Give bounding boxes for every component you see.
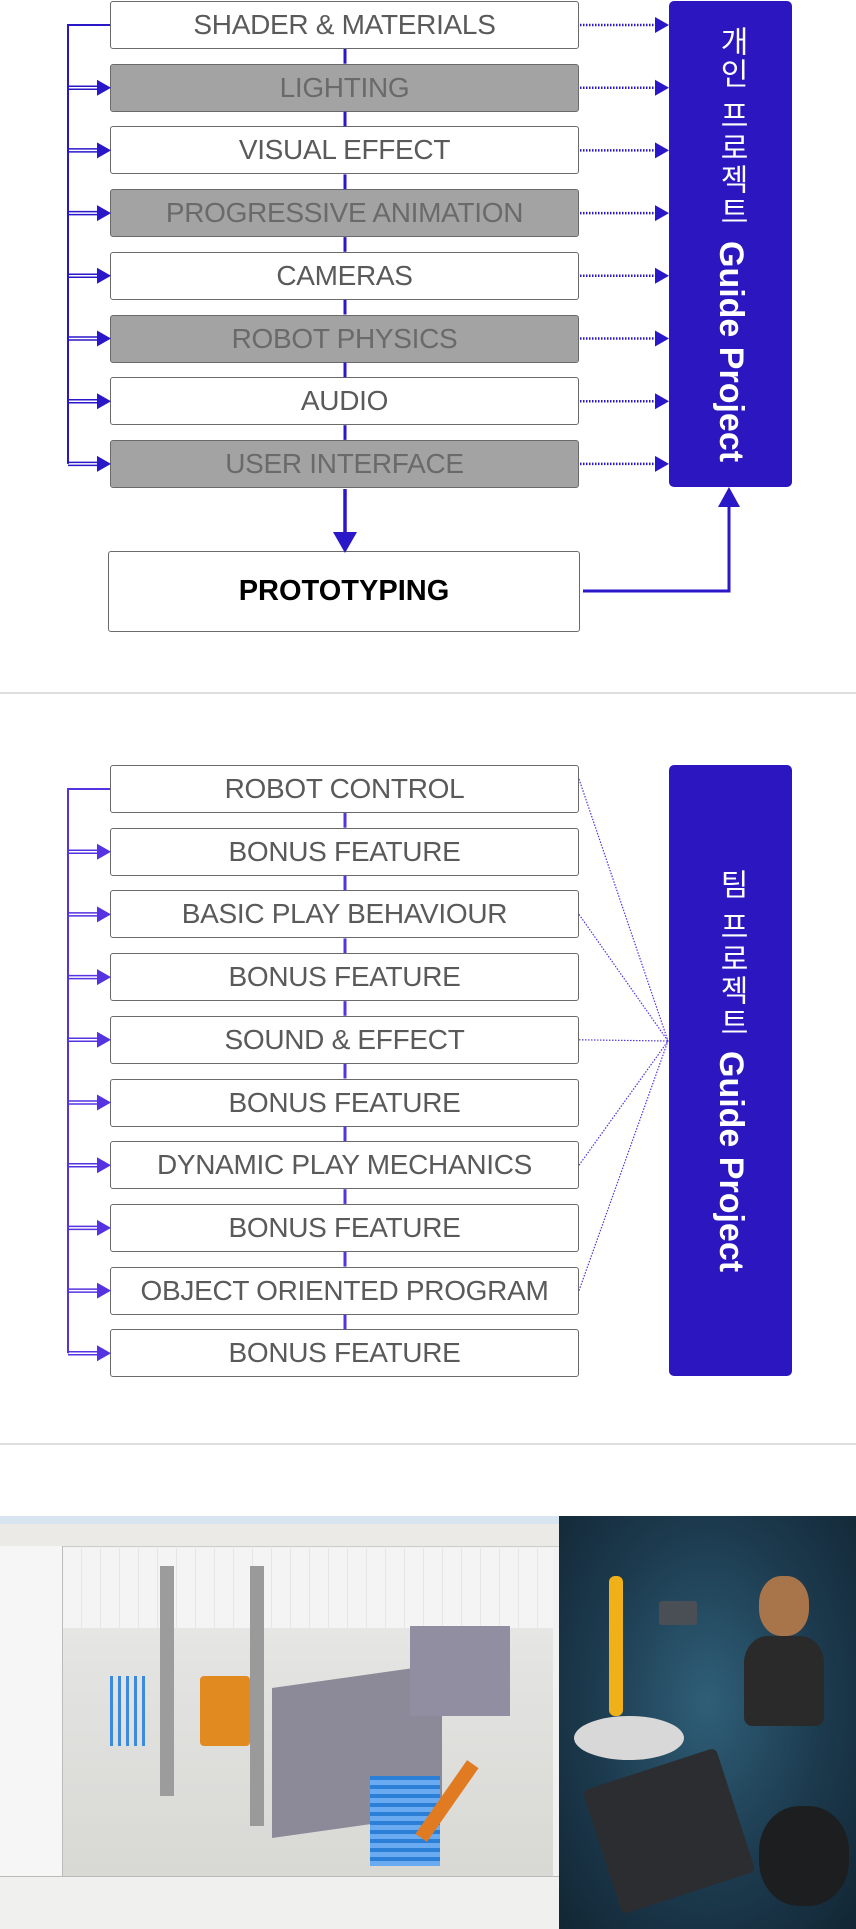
step-label: LIGHTING	[279, 71, 410, 103]
step-label: BONUS FEATURE	[228, 1211, 461, 1243]
personal-step-box: LIGHTING	[110, 63, 579, 112]
personal-branch-arrow-icon	[97, 393, 111, 410]
step-label: VISUAL EFFECT	[238, 134, 451, 166]
personal-step-box: USER INTERFACE	[110, 439, 579, 488]
team-dotted-link	[578, 1039, 669, 1042]
team-branch-arrow-icon	[97, 843, 111, 860]
personal-branch-arrow-icon	[97, 455, 111, 472]
personal-step-box: PROGRESSIVE ANIMATION	[110, 189, 579, 238]
team-branch-arrow-icon	[97, 1345, 111, 1362]
step-label: SOUND & EFFECT	[224, 1023, 465, 1055]
personal-step-box: VISUAL EFFECT	[110, 126, 579, 175]
team-step-box: OBJECT ORIENTED PROGRAM	[110, 1266, 579, 1315]
step-label: PROGRESSIVE ANIMATION	[165, 197, 524, 229]
team-step-box: BONUS FEATURE	[110, 1078, 579, 1127]
team-step-box: ROBOT CONTROL	[110, 765, 579, 813]
vr-robot-arm-scene	[559, 1516, 856, 1929]
team-branch-arrow-icon	[97, 1282, 111, 1299]
personal-link-arrow-icon	[655, 17, 669, 33]
section-divider	[0, 1443, 856, 1445]
step-label: ROBOT CONTROL	[224, 773, 465, 804]
personal-step-box: SHADER & MATERIALS	[110, 1, 579, 49]
team-step-box: SOUND & EFFECT	[110, 1015, 579, 1064]
section-divider	[0, 692, 856, 694]
team-step-box: DYNAMIC PLAY MECHANICS	[110, 1141, 579, 1190]
personal-branch-arrow-icon	[97, 142, 111, 159]
team-step-box: BASIC PLAY BEHAVIOUR	[110, 890, 579, 939]
personal-link-arrow-icon	[655, 330, 669, 347]
team-branch-arrow-icon	[97, 1157, 111, 1174]
arrow-up-icon	[718, 487, 740, 507]
team-step-box: BONUS FEATURE	[110, 1329, 579, 1378]
arrow-down-icon	[333, 532, 357, 553]
personal-guide-project-panel: 개인 프로젝트 Guide Project	[669, 1, 792, 487]
personal-link-arrow-icon	[655, 142, 669, 159]
personal-branch-arrow-icon	[97, 79, 111, 96]
team-guide-project-panel: 팀 프로젝트 Guide Project	[669, 765, 792, 1376]
personal-feedback-bracket	[67, 24, 110, 464]
personal-step-box: AUDIO	[110, 377, 579, 426]
team-dotted-link	[578, 1040, 669, 1291]
panel-title: Guide Project	[712, 240, 750, 462]
team-feedback-bracket	[67, 788, 110, 1354]
step-label: CAMERAS	[276, 259, 413, 291]
team-step-box: BONUS FEATURE	[110, 827, 579, 876]
personal-step-box: CAMERAS	[110, 251, 579, 300]
step-label: BONUS FEATURE	[228, 1086, 461, 1118]
step-label: BONUS FEATURE	[228, 835, 461, 867]
step-label: BASIC PLAY BEHAVIOUR	[181, 898, 508, 930]
team-branch-arrow-icon	[97, 969, 111, 986]
team-dotted-link	[578, 914, 669, 1042]
panel-title: Guide Project	[712, 1051, 750, 1273]
prototype-to-panel-line	[583, 505, 731, 593]
team-dotted-link	[578, 778, 669, 1042]
step-label: USER INTERFACE	[225, 447, 464, 479]
team-step-box: BONUS FEATURE	[110, 1203, 579, 1252]
personal-step-box: ROBOT PHYSICS	[110, 314, 579, 363]
step-label: ROBOT PHYSICS	[231, 322, 458, 354]
step-label: OBJECT ORIENTED PROGRAM	[140, 1274, 549, 1306]
step-label: BONUS FEATURE	[228, 1337, 461, 1369]
personal-link-arrow-icon	[655, 205, 669, 222]
team-branch-arrow-icon	[97, 1094, 111, 1111]
prototyping-label: PROTOTYPING	[238, 575, 450, 607]
personal-link-arrow-icon	[655, 393, 669, 410]
personal-link-arrow-icon	[655, 79, 669, 96]
personal-branch-arrow-icon	[97, 330, 111, 347]
team-dotted-link	[578, 1040, 669, 1166]
team-step-box: BONUS FEATURE	[110, 953, 579, 1002]
step-label: AUDIO	[300, 385, 389, 417]
personal-branch-arrow-icon	[97, 205, 111, 222]
team-branch-arrow-icon	[97, 906, 111, 923]
personal-branch-arrow-icon	[97, 267, 111, 284]
personal-link-arrow-icon	[655, 455, 669, 472]
panel-subtitle: 팀 프로젝트	[714, 868, 748, 1040]
step-label: DYNAMIC PLAY MECHANICS	[156, 1149, 533, 1181]
step-label: BONUS FEATURE	[228, 961, 461, 993]
prototyping-box: PROTOTYPING	[108, 551, 580, 632]
factory-simulation-screenshot	[0, 1516, 559, 1929]
step-label: SHADER & MATERIALS	[193, 9, 496, 40]
team-branch-arrow-icon	[97, 1219, 111, 1236]
team-branch-arrow-icon	[97, 1031, 111, 1048]
panel-subtitle: 개인 프로젝트	[714, 26, 748, 229]
personal-link-arrow-icon	[655, 267, 669, 284]
